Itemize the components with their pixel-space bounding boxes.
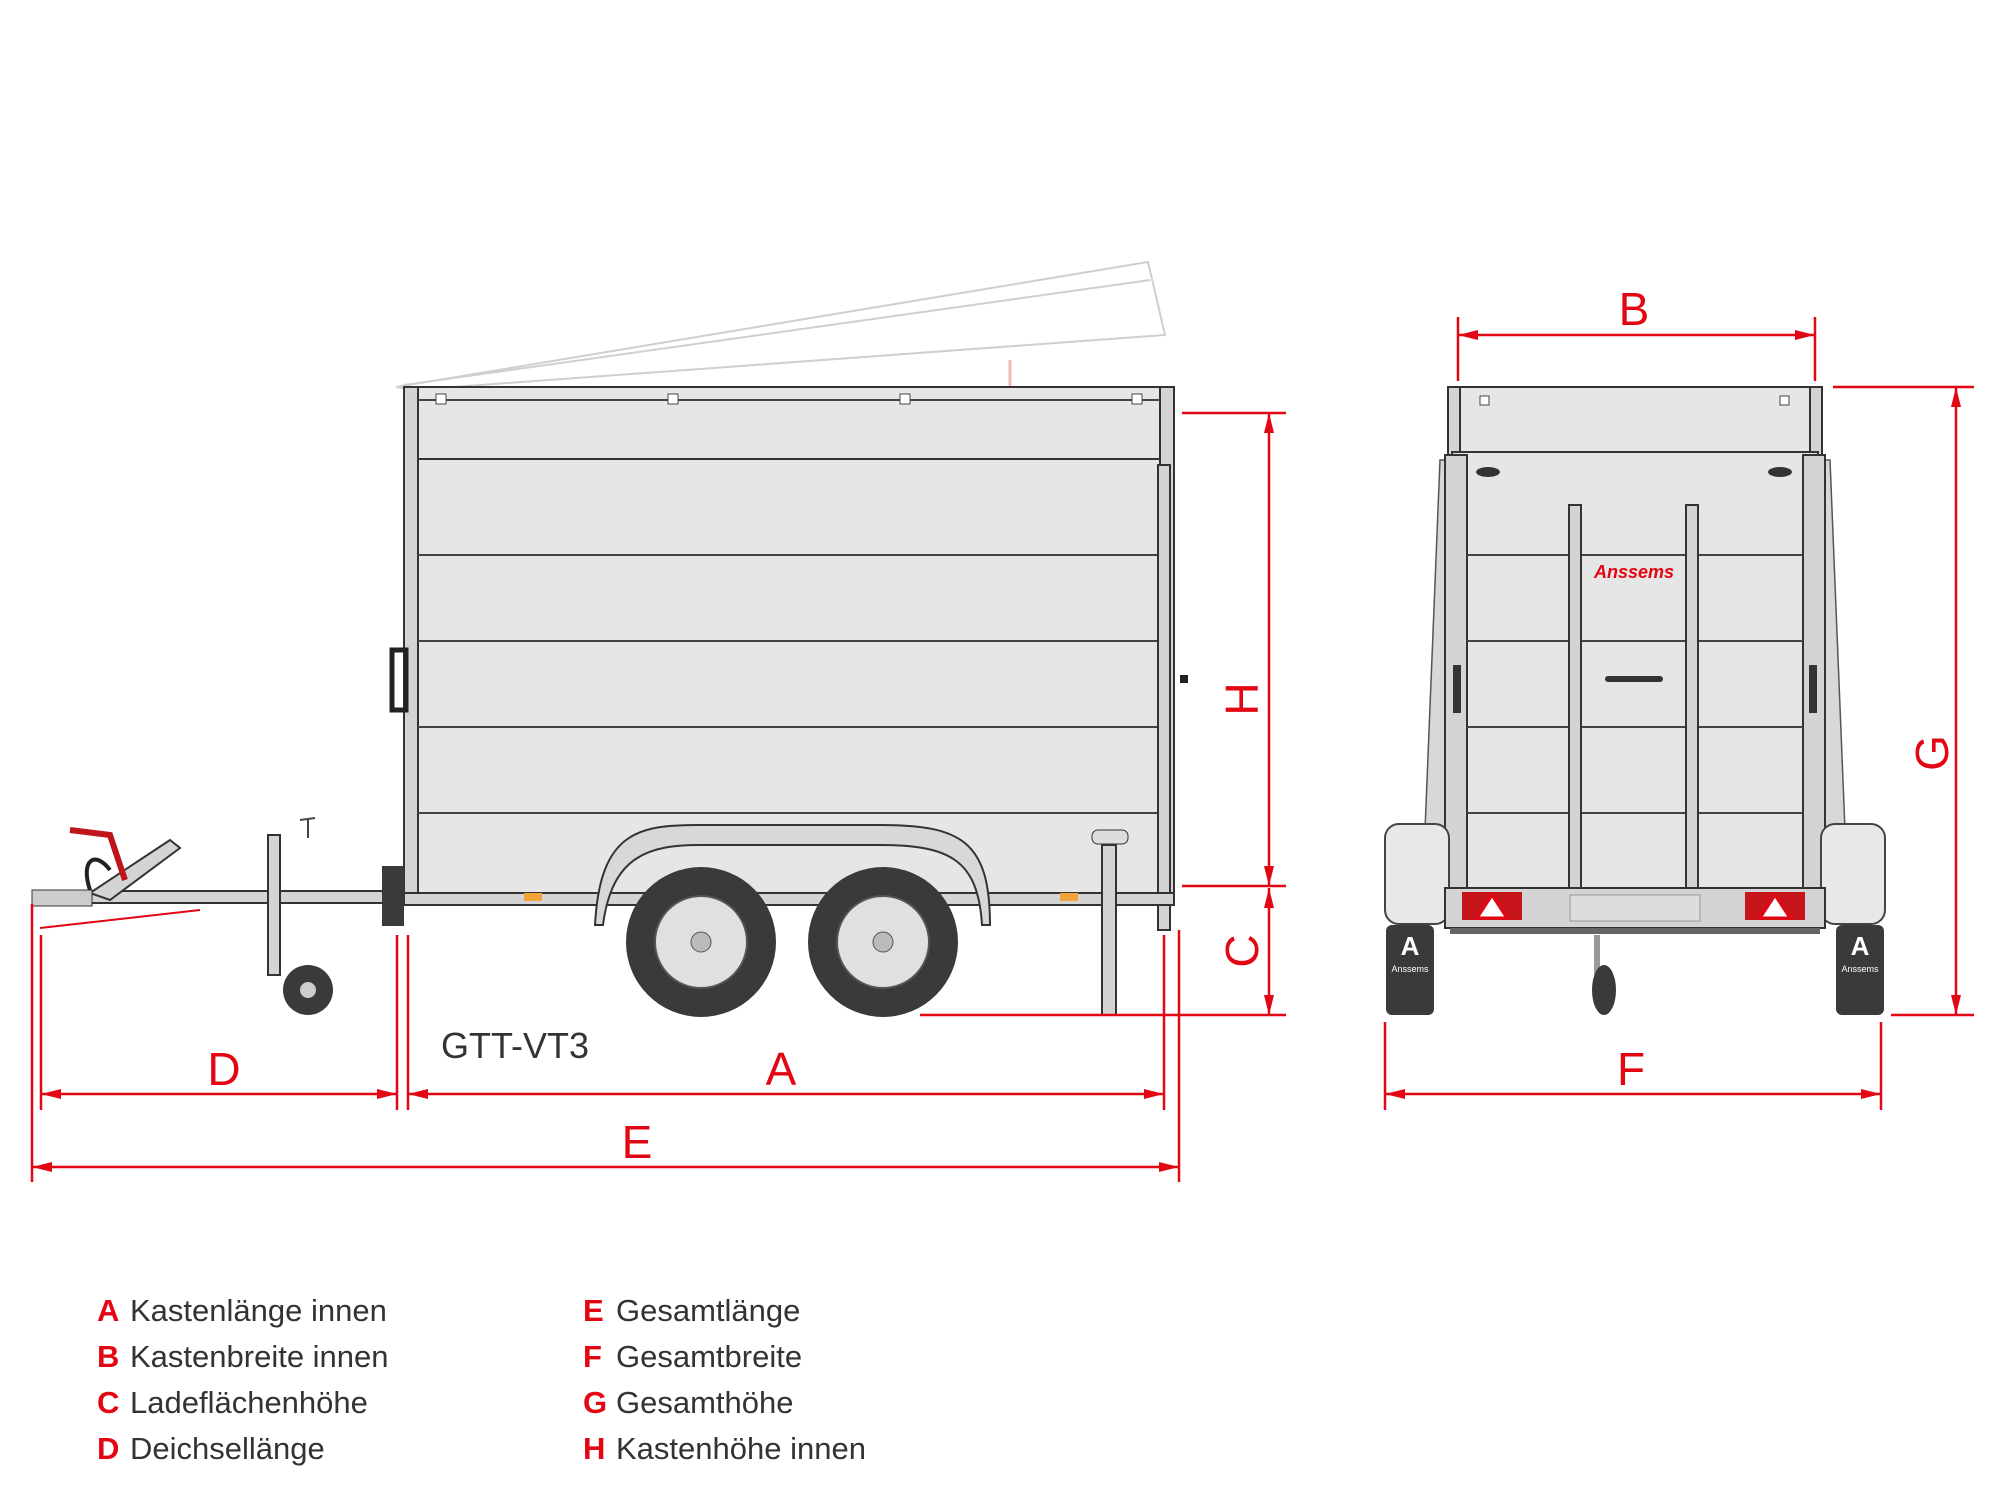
coupling-head <box>31 889 93 907</box>
rear-door <box>1451 451 1819 923</box>
right-fender <box>1820 823 1886 925</box>
dimension-label-E: E <box>622 1116 653 1168</box>
legend-text: Kastenlänge innen <box>130 1293 387 1328</box>
legend-letter: A <box>97 1293 120 1328</box>
rear-view: Anssems A Anssems A Anssems <box>1384 386 1886 1015</box>
wheel-rear <box>808 867 958 1017</box>
wheel-front <box>626 867 776 1017</box>
legend-letter: G <box>583 1385 608 1420</box>
legend-letter: H <box>583 1431 606 1466</box>
jockey-wheel <box>267 817 333 1015</box>
door-handle <box>1605 676 1663 682</box>
legend-letter: B <box>97 1339 120 1374</box>
dimension-label-G: G <box>1906 735 1958 771</box>
legend-letter: E <box>583 1293 604 1328</box>
legend-text: Gesamtbreite <box>616 1339 803 1374</box>
legend-text: Ladeflächenhöhe <box>130 1385 368 1420</box>
legend-text: Kastenhöhe innen <box>616 1431 866 1466</box>
front-handle <box>389 647 409 713</box>
right-mudflap: A Anssems <box>1836 925 1884 1015</box>
legend-letter: C <box>97 1385 120 1420</box>
legend-text: Gesamtlänge <box>616 1293 801 1328</box>
legend-text: Gesamthöhe <box>616 1385 794 1420</box>
dimension-label-D: D <box>207 1043 240 1095</box>
dimension-label-H: H <box>1216 682 1268 715</box>
dimension-lines: D A E B F H C G <box>30 283 1974 1182</box>
cargo-box <box>389 386 1188 931</box>
rear-jockey-wheel <box>1592 935 1616 1015</box>
legend-letter: D <box>97 1431 120 1466</box>
license-plate-holder <box>1569 894 1701 922</box>
model-label: GTT-VT3 <box>441 1025 589 1066</box>
svg-text:A: A <box>1401 931 1420 961</box>
brand-logo: Anssems <box>1593 562 1674 582</box>
side-reflector <box>524 893 542 901</box>
left-mudflap: A Anssems <box>1386 925 1434 1015</box>
drawbar <box>31 827 405 929</box>
svg-text:Anssems: Anssems <box>1841 964 1879 974</box>
dimension-label-B: B <box>1619 283 1650 335</box>
legend-text: Kastenbreite innen <box>130 1339 389 1374</box>
hitch-block <box>382 866 404 926</box>
left-fender <box>1384 823 1450 925</box>
side-reflector <box>1060 893 1078 901</box>
dimension-label-A: A <box>766 1043 797 1095</box>
dimension-label-F: F <box>1617 1043 1645 1095</box>
svg-text:A: A <box>1851 931 1870 961</box>
svg-text:Anssems: Anssems <box>1391 964 1429 974</box>
dimension-label-C: C <box>1216 934 1268 967</box>
legend-letter: F <box>583 1339 602 1374</box>
legend-text: Deichsellänge <box>130 1431 325 1466</box>
side-view: GTT-VT3 <box>31 260 1188 1066</box>
fender <box>593 824 992 926</box>
